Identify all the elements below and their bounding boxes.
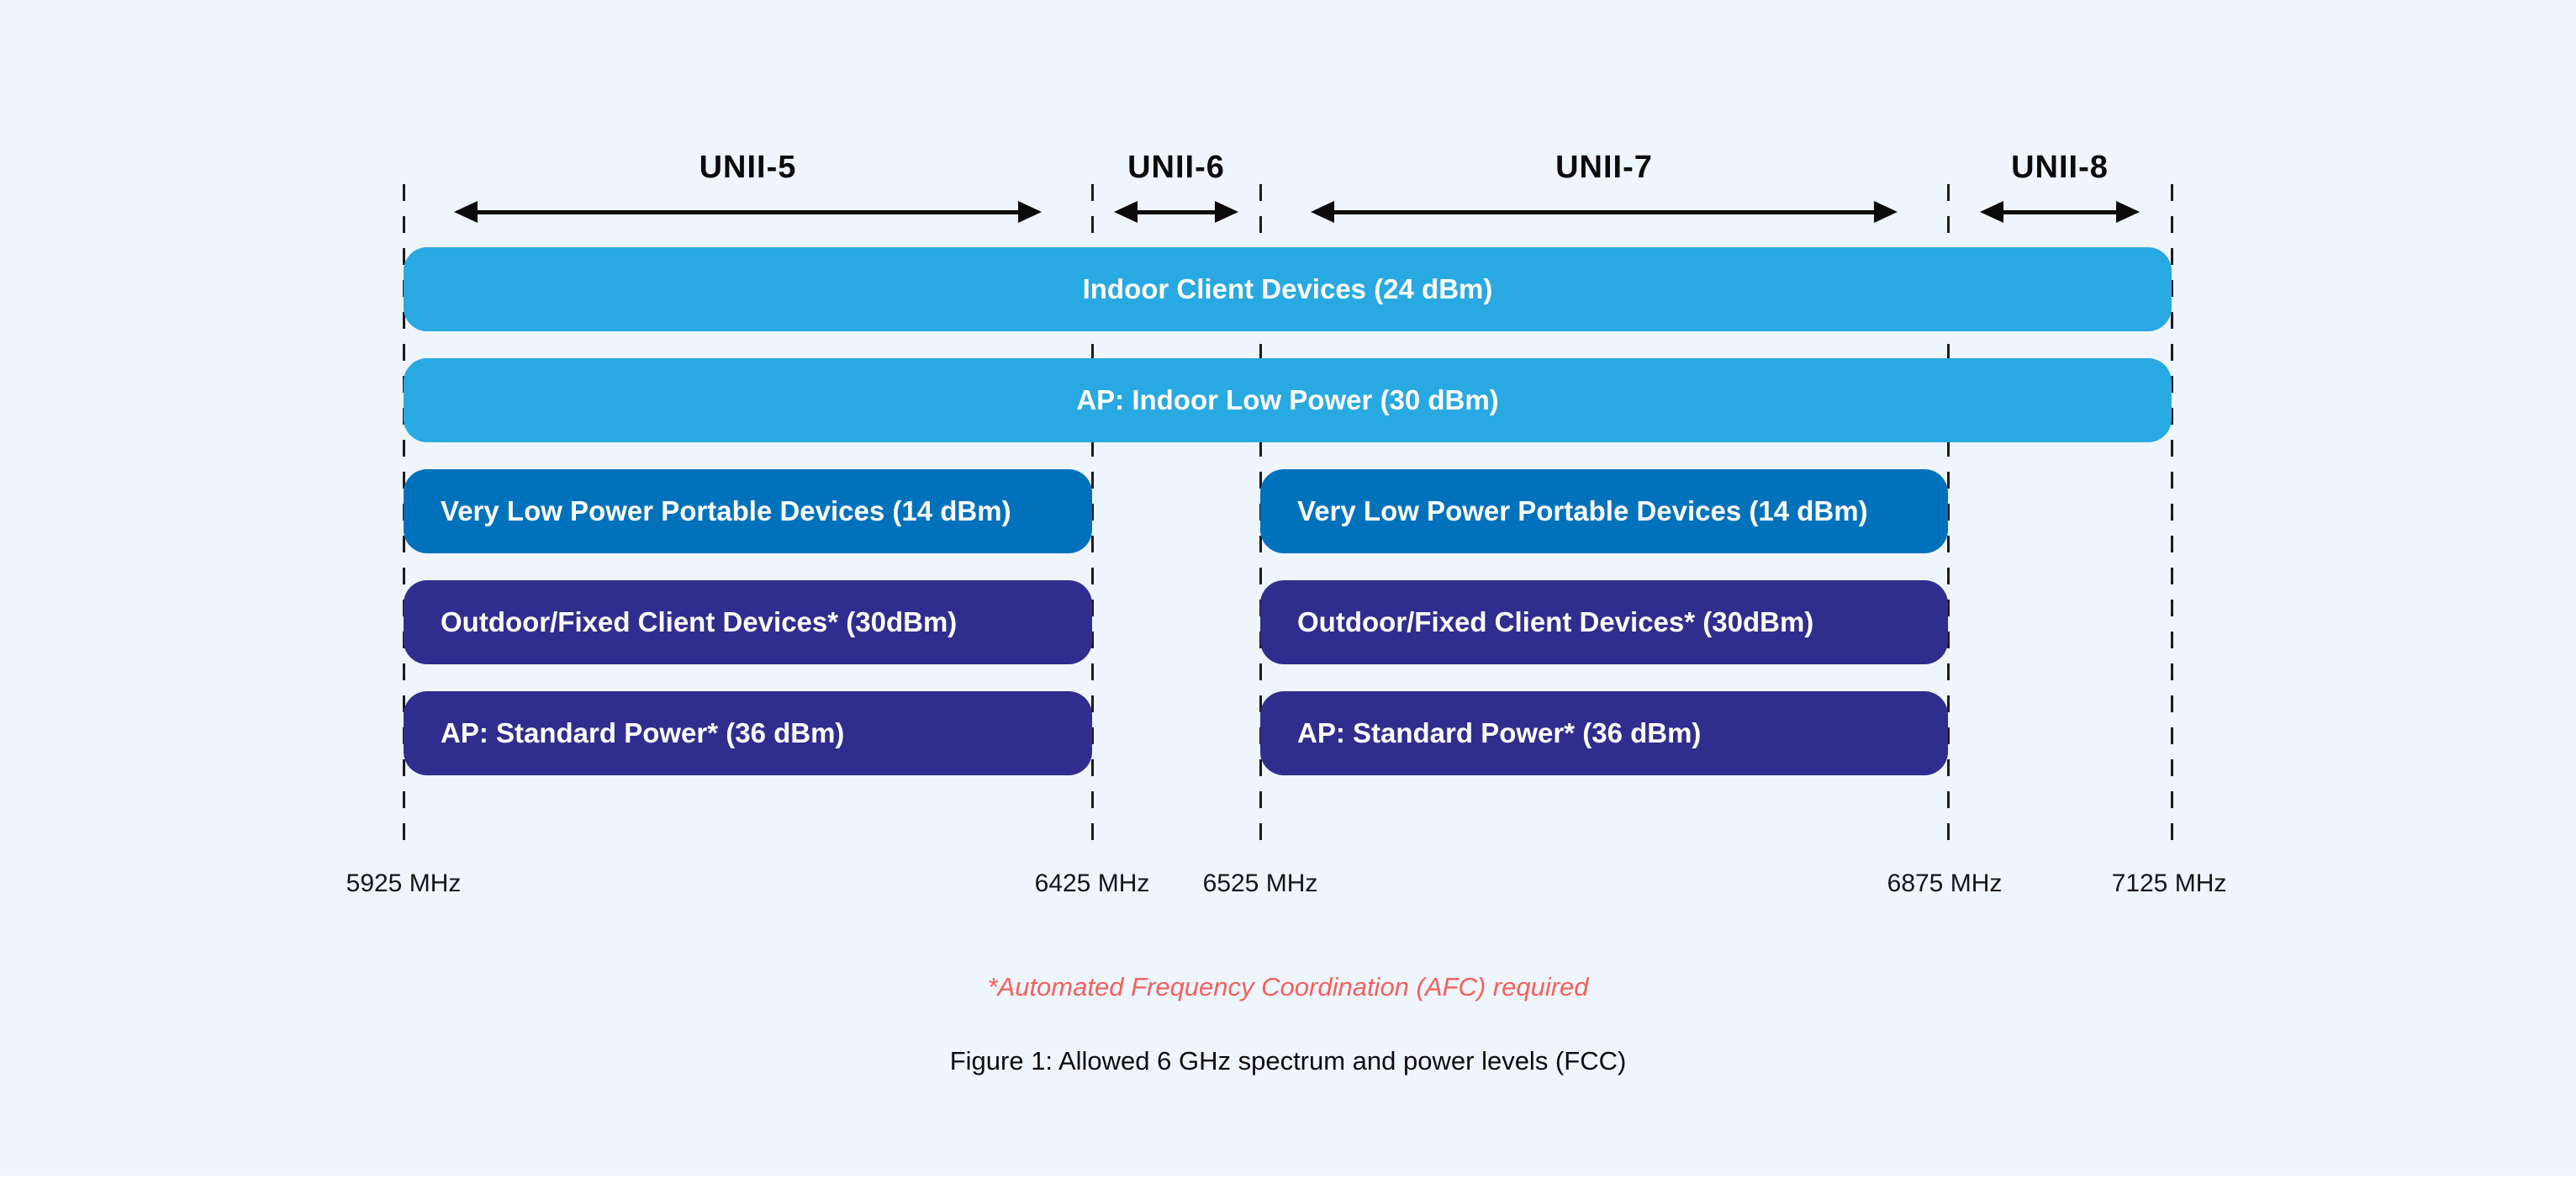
band-header-unii6: UNII-6 — [1092, 150, 1260, 234]
freq-label-7125: 7125 MHz — [2111, 870, 2227, 897]
bar-ap-standard-power-right: AP: Standard Power* (36 dBm) — [1260, 691, 1948, 775]
bar-very-low-power-right: Very Low Power Portable Devices (14 dBm) — [1260, 469, 1948, 553]
band-label-unii5: UNII-5 — [699, 150, 797, 185]
boundary-line-6425 — [1091, 184, 1094, 848]
bar-very-low-power-left: Very Low Power Portable Devices (14 dBm) — [404, 469, 1092, 553]
bar-ap-standard-power-left: AP: Standard Power* (36 dBm) — [404, 691, 1092, 775]
bar-label: Indoor Client Devices (24 dBm) — [1082, 273, 1493, 304]
band-label-unii8: UNII-8 — [2011, 150, 2109, 185]
arrowhead-right-icon — [2116, 201, 2140, 223]
double-arrow-icon — [1311, 200, 1898, 224]
double-arrow-icon — [1114, 200, 1238, 224]
bar-label: Outdoor/Fixed Client Devices* (30dBm) — [441, 606, 958, 637]
afc-footnote: *Automated Frequency Coordination (AFC) … — [987, 972, 1589, 1002]
band-header-unii7: UNII-7 — [1260, 150, 1948, 234]
arrow-line — [1329, 209, 1879, 214]
bar-ap-indoor-low-power: AP: Indoor Low Power (30 dBm) — [404, 358, 2172, 442]
band-label-unii6: UNII-6 — [1127, 150, 1225, 185]
bar-label: Outdoor/Fixed Client Devices* (30dBm) — [1297, 606, 1814, 637]
bar-label: Very Low Power Portable Devices (14 dBm) — [1297, 495, 1868, 526]
bar-label: AP: Standard Power* (36 dBm) — [1297, 717, 1702, 748]
band-header-unii5: UNII-5 — [404, 150, 1092, 234]
boundary-line-7125 — [2171, 184, 2173, 848]
arrow-line — [1998, 209, 2121, 214]
bar-label: Very Low Power Portable Devices (14 dBm) — [441, 495, 1011, 526]
arrowhead-right-icon — [1215, 201, 1238, 223]
band-label-unii7: UNII-7 — [1555, 150, 1653, 185]
freq-label-5925: 5925 MHz — [346, 870, 462, 897]
bar-label: AP: Standard Power* (36 dBm) — [441, 717, 845, 748]
bar-indoor-client-devices: Indoor Client Devices (24 dBm) — [404, 247, 2172, 331]
boundary-line-6875 — [1947, 184, 1950, 848]
bar-outdoor-fixed-client-left: Outdoor/Fixed Client Devices* (30dBm) — [404, 580, 1092, 664]
freq-label-6875: 6875 MHz — [1887, 870, 2003, 897]
double-arrow-icon — [454, 200, 1042, 224]
arrowhead-right-icon — [1874, 201, 1898, 223]
arrow-line — [472, 209, 1023, 214]
bar-label: AP: Indoor Low Power (30 dBm) — [1076, 384, 1499, 415]
band-header-unii8: UNII-8 — [1948, 150, 2172, 234]
freq-label-6425: 6425 MHz — [1034, 870, 1150, 897]
arrowhead-right-icon — [1018, 201, 1042, 223]
figure-caption: Figure 1: Allowed 6 GHz spectrum and pow… — [949, 1046, 1627, 1076]
arrow-line — [1132, 209, 1220, 214]
double-arrow-icon — [1980, 200, 2140, 224]
bar-outdoor-fixed-client-right: Outdoor/Fixed Client Devices* (30dBm) — [1260, 580, 1948, 664]
freq-label-6525: 6525 MHz — [1202, 870, 1318, 897]
bottom-divider — [0, 1176, 2576, 1184]
